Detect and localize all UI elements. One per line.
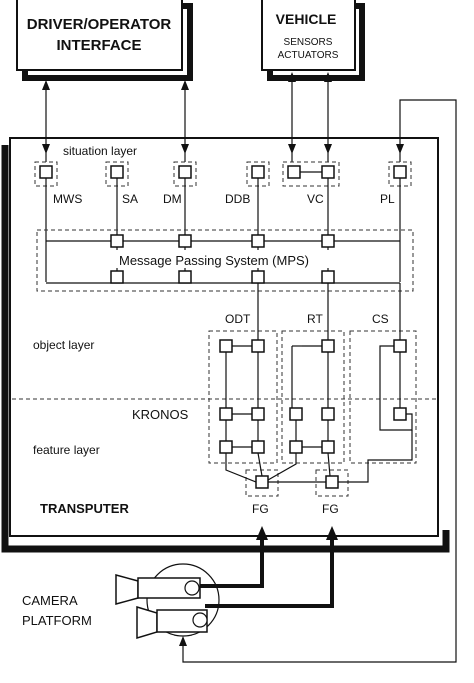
vehicle-sensors: SENSORS [284, 37, 333, 48]
vehicle-box: VEHICLE SENSORS ACTUATORS [261, 0, 365, 81]
camera-platform [115, 563, 220, 640]
driver-title-line1: DRIVER/OPERATOR [27, 16, 172, 33]
camera-icon-1 [115, 574, 201, 605]
kronos-label: KRONOS [132, 407, 189, 422]
driver-interface-box: DRIVER/OPERATOR INTERFACE [16, 0, 193, 81]
camera-label-line1: CAMERA [22, 593, 78, 608]
driver-title-line2: INTERFACE [56, 37, 141, 54]
top-arrows [42, 72, 457, 663]
module-pl: PL [380, 192, 395, 206]
situation-layer-label: situation layer [63, 144, 137, 158]
rt-nodes [289, 339, 335, 454]
module-dm: DM [163, 192, 182, 206]
transputer-label: TRANSPUTER [40, 501, 129, 516]
feature-layer-label: feature layer [33, 443, 100, 457]
mps-down-links [257, 283, 401, 340]
module-cs: CS [372, 312, 389, 326]
module-rt: RT [307, 312, 323, 326]
object-layer-label: object layer [33, 338, 94, 352]
rt-group [281, 330, 345, 464]
module-odt: ODT [225, 312, 251, 326]
camera-video-links [196, 526, 338, 608]
situation-modules [34, 161, 412, 187]
odt-nodes [219, 339, 265, 454]
module-vc: VC [307, 192, 324, 206]
module-ddb: DDB [225, 192, 250, 206]
camera-label-line2: PLATFORM [22, 613, 92, 628]
module-fg-1: FG [252, 502, 269, 516]
vehicle-actuators: ACTUATORS [278, 50, 339, 61]
vehicle-title: VEHICLE [276, 11, 337, 27]
cs-group [349, 330, 417, 464]
cs-nodes [379, 339, 413, 431]
module-sa: SA [122, 192, 138, 206]
mps-label: Message Passing System (MPS) [119, 253, 309, 268]
camera-icon-2 [136, 605, 208, 640]
module-mws: MWS [53, 192, 82, 206]
module-fg-2: FG [322, 502, 339, 516]
fg-links [225, 430, 413, 497]
mps-box [36, 229, 414, 292]
transputer-frame [1, 137, 450, 553]
odt-group [208, 330, 278, 464]
